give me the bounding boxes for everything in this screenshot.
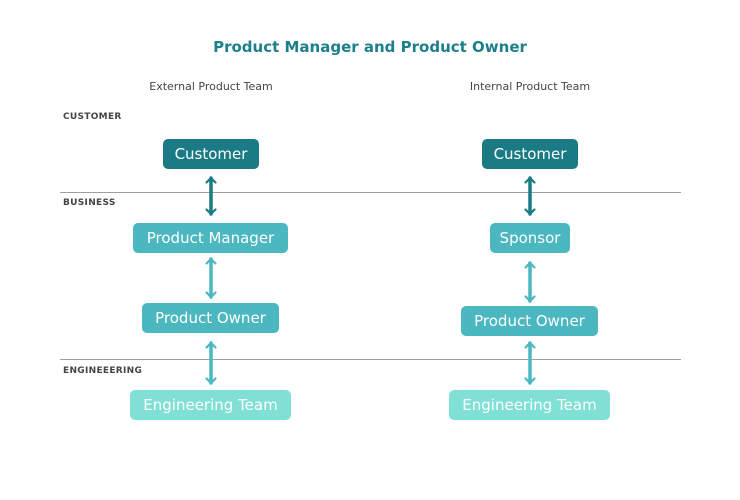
external-team-heading: External Product Team xyxy=(149,80,273,93)
internal-sponsor-box: Sponsor xyxy=(490,223,570,253)
row-label-business: BUSINESS xyxy=(63,198,116,208)
external-engineering-team-box: Engineering Team xyxy=(130,390,291,420)
external-product-owner-box: Product Owner xyxy=(142,303,279,333)
external-customer-box: Customer xyxy=(163,139,259,169)
external-product-manager-box: Product Manager xyxy=(133,223,288,253)
row-label-customer: CUSTOMER xyxy=(63,112,122,122)
internal-customer-box: Customer xyxy=(482,139,578,169)
divider-business-engineering xyxy=(60,359,681,360)
internal-product-owner-box: Product Owner xyxy=(461,306,598,336)
internal-engineering-team-box: Engineering Team xyxy=(449,390,610,420)
internal-team-heading: Internal Product Team xyxy=(469,80,591,93)
diagram-title: Product Manager and Product Owner xyxy=(213,38,527,56)
row-label-engineering: ENGINEEERING xyxy=(63,366,143,376)
divider-customer-business xyxy=(60,192,681,193)
